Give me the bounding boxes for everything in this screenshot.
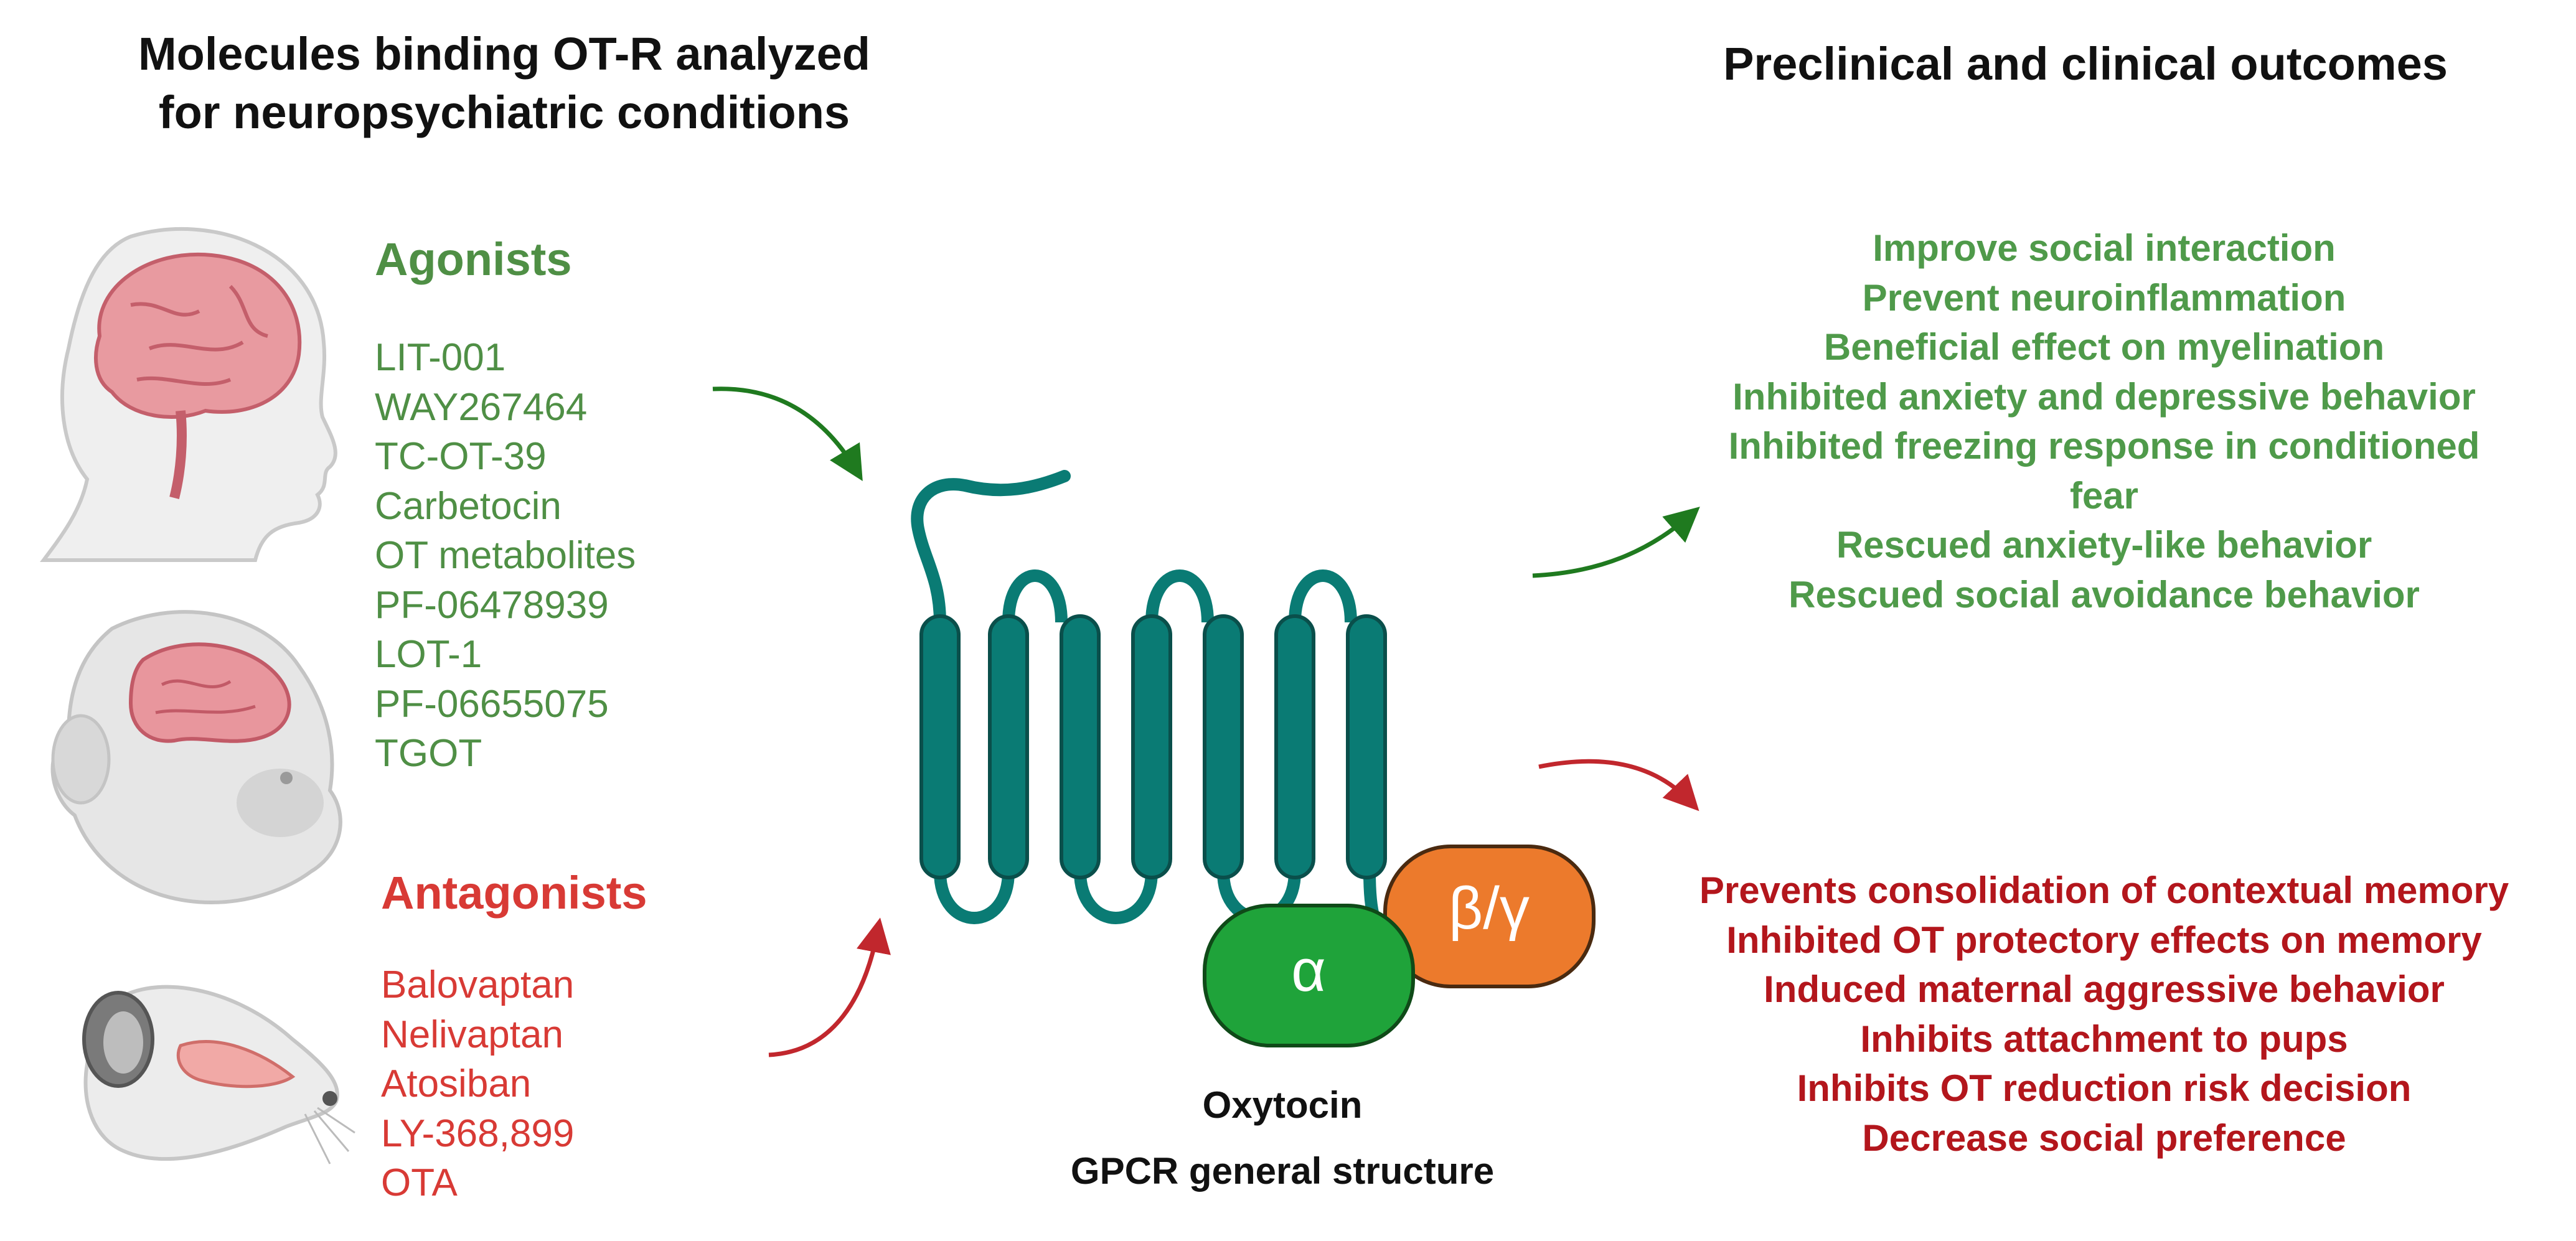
agonist-item: TC-OT-39: [375, 435, 547, 478]
agonist-item: PF-06478939: [375, 583, 609, 627]
outcome-item: Inhibits attachment to pups: [1860, 1018, 2348, 1060]
agonists-title: Agonists: [375, 233, 572, 285]
helix: [1274, 614, 1315, 879]
antagonist-item: Balovaptan: [381, 963, 575, 1006]
agonist-item: OT metabolites: [375, 534, 636, 577]
antagonist-item: Atosiban: [381, 1062, 532, 1105]
receptor-caption: Oxytocin GPCR general structure: [984, 1072, 1581, 1204]
positive-outcome-arrow: [1532, 507, 1700, 578]
receptor-caption-line-1: Oxytocin: [1202, 1084, 1363, 1126]
outcome-item: Prevents consolidation of contextual mem…: [1699, 869, 2509, 911]
outcome-item: Rescued social avoidance behavior: [1789, 573, 2420, 616]
antagonists-title: Antagonists: [381, 867, 647, 919]
outcome-item: fear: [2069, 474, 2139, 517]
receptor-caption-line-2: GPCR general structure: [1070, 1150, 1495, 1192]
mouse-brain-icon: [82, 985, 355, 1164]
alpha-subunit: [1203, 904, 1415, 1047]
antagonist-list: Balovaptan Nelivaptan Atosiban LY-368,89…: [381, 960, 574, 1208]
agonist-item: LOT-1: [375, 633, 482, 676]
antagonist-item: LY-368,899: [381, 1112, 575, 1155]
right-heading: Preclinical and clinical outcomes: [1723, 38, 2448, 90]
human-brain-icon: [40, 227, 337, 562]
negative-outcome-arrow: [1538, 759, 1699, 812]
left-heading: Molecules binding OT-R analyzed for neur…: [56, 25, 952, 142]
betagamma-label: β/γ: [1449, 875, 1530, 942]
gpcr-receptor: β/γ α: [911, 470, 1596, 1047]
helix: [1346, 614, 1387, 879]
antagonist-item: Nelivaptan: [381, 1013, 563, 1056]
left-heading-line-2: for neuropsychiatric conditions: [158, 87, 850, 138]
monkey-brain-icon: [50, 610, 342, 905]
outcome-item: Inhibited anxiety and depressive behavio…: [1732, 375, 2476, 418]
outcome-item: Improve social interaction: [1873, 227, 2336, 269]
outcome-item: Decrease social preference: [1862, 1117, 2346, 1159]
agonist-item: PF-06655075: [375, 682, 609, 726]
outcome-item: Prevent neuroinflammation: [1862, 276, 2346, 319]
helix: [1203, 614, 1244, 879]
antagonist-outcome-list: Prevents consolidation of contextual mem…: [1631, 866, 2576, 1163]
agonist-list: LIT-001 WAY267464 TC-OT-39 Carbetocin OT…: [375, 333, 636, 779]
agonist-arrow: [712, 386, 863, 482]
agonist-item: Carbetocin: [375, 484, 562, 528]
agonist-item: WAY267464: [375, 385, 588, 429]
alpha-label: α: [1291, 937, 1326, 1004]
helix: [1060, 614, 1101, 879]
helix: [919, 614, 961, 879]
antagonist-arrow: [768, 917, 891, 1057]
outcome-item: Inhibited OT protectory effects on memor…: [1726, 919, 2482, 961]
outcome-item: Induced maternal aggressive behavior: [1764, 968, 2445, 1010]
outcome-item: Inhibits OT reduction risk decision: [1797, 1067, 2412, 1109]
outcome-item: Inhibited freezing response in condition…: [1728, 425, 2480, 467]
agonist-item: TGOT: [375, 732, 482, 775]
left-heading-line-1: Molecules binding OT-R analyzed: [138, 28, 870, 80]
antagonist-item: OTA: [381, 1161, 458, 1204]
helix: [988, 614, 1029, 879]
agonist-outcome-list: Improve social interaction Prevent neuro…: [1631, 223, 2576, 619]
outcome-item: Rescued anxiety-like behavior: [1836, 524, 2372, 566]
outcome-item: Beneficial effect on myelination: [1823, 326, 2385, 368]
helix: [1131, 614, 1172, 879]
agonist-item: LIT-001: [375, 336, 506, 379]
